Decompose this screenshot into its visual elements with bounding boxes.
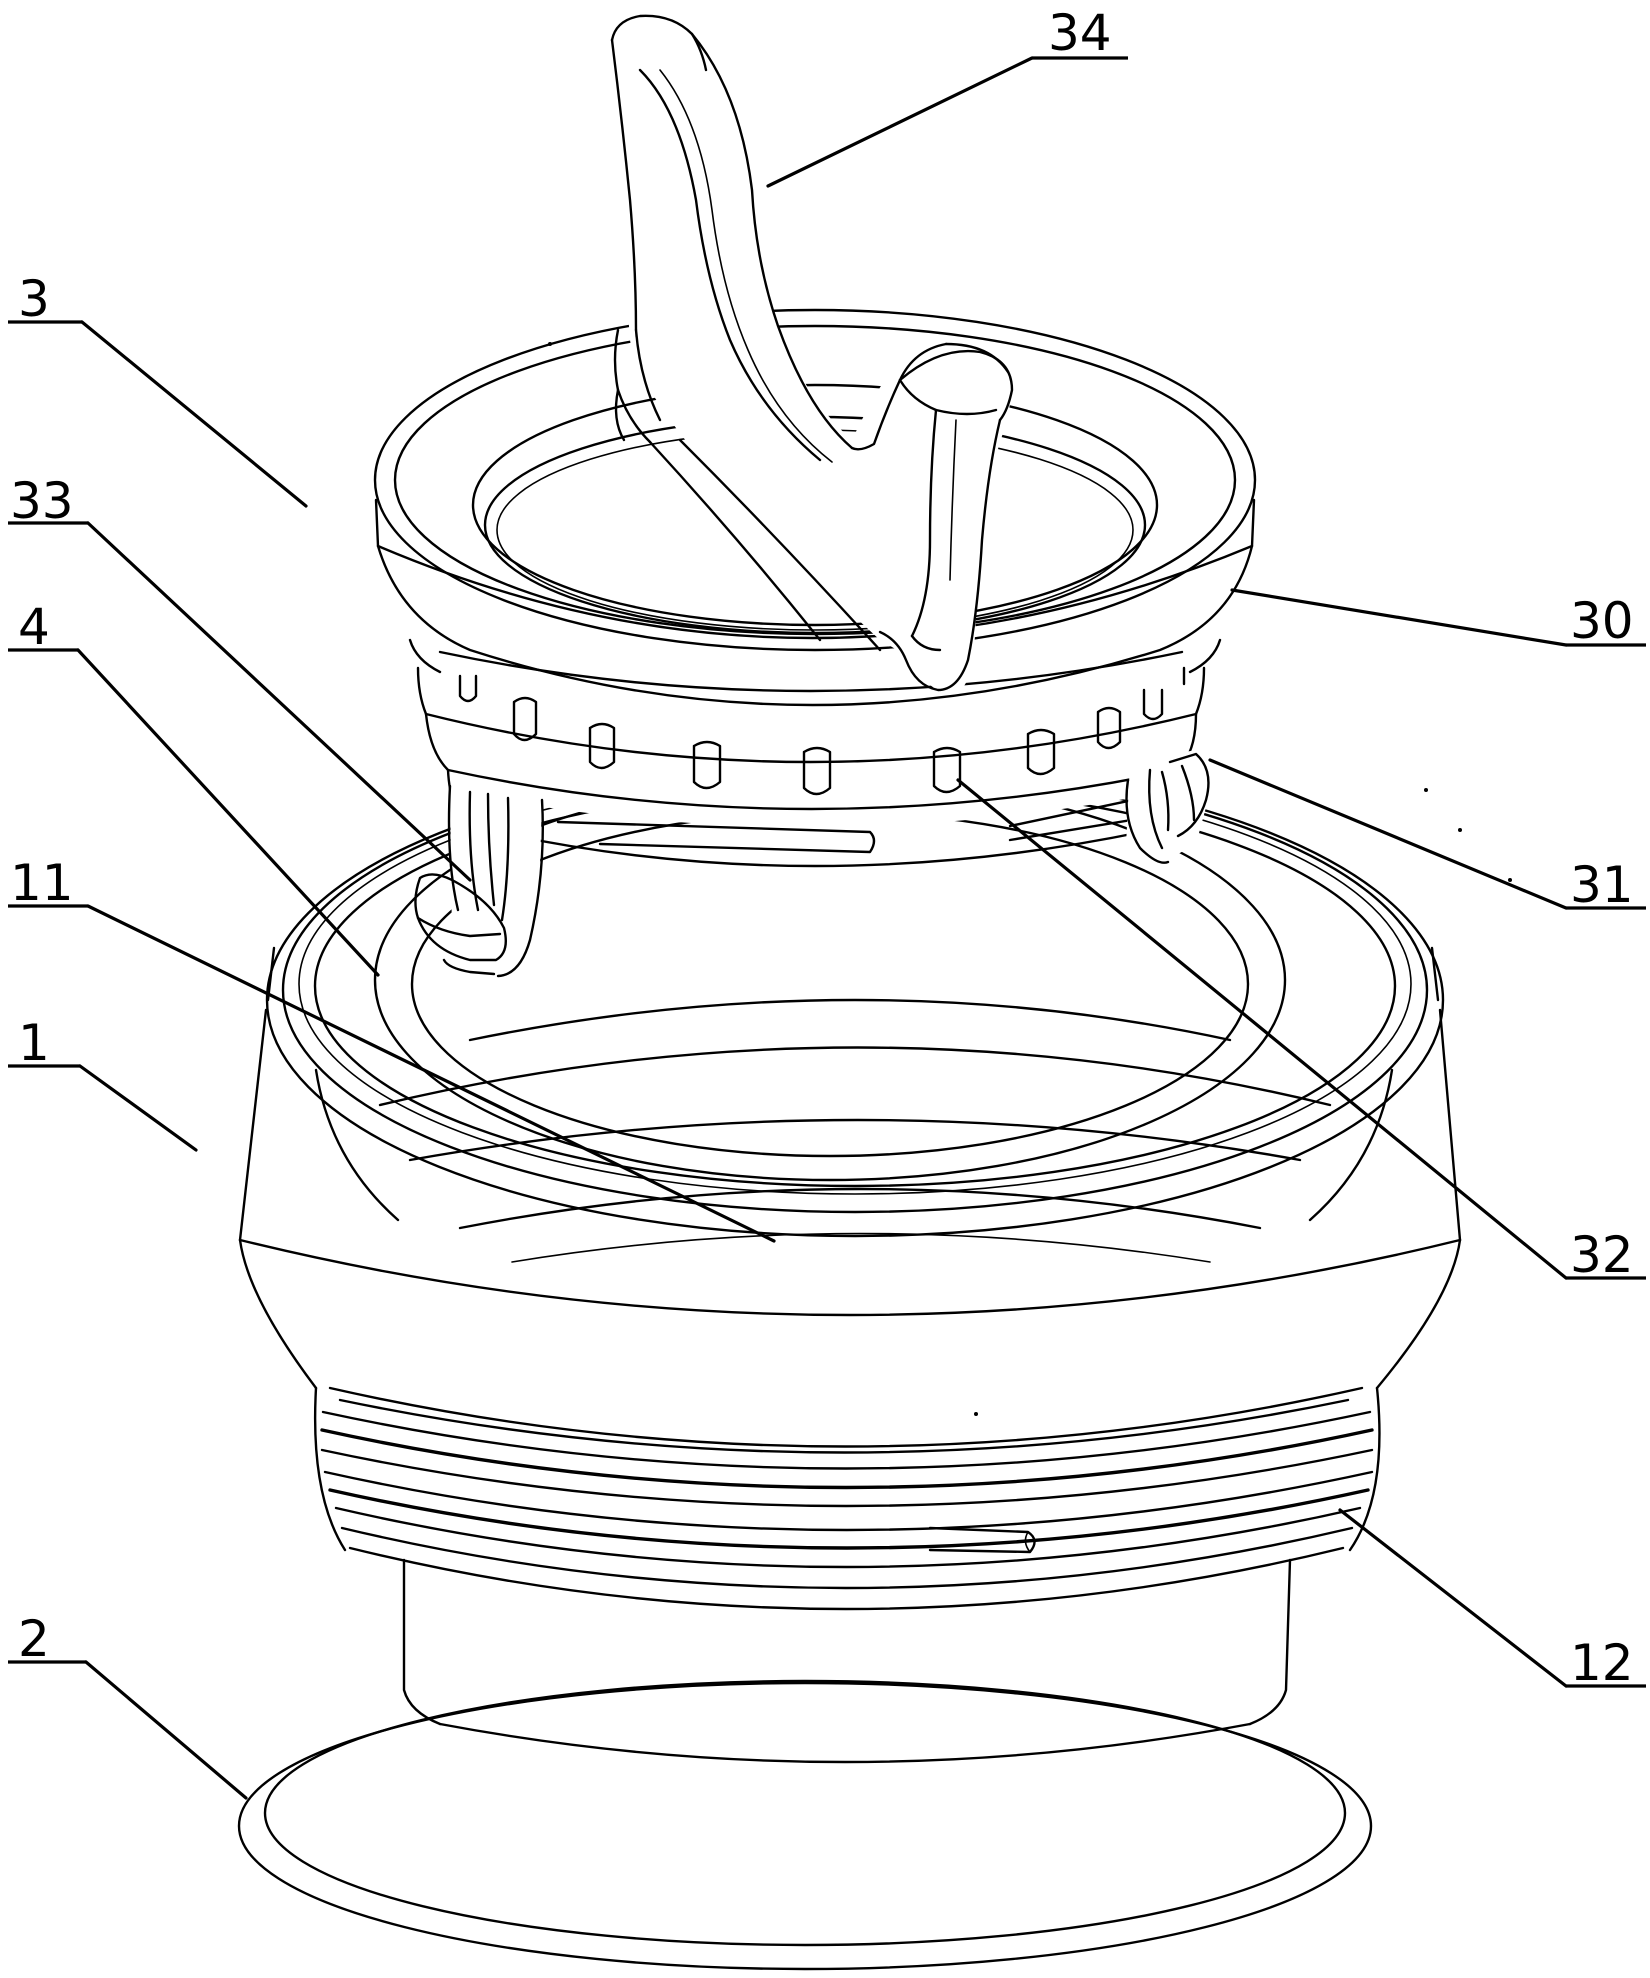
leader-lines: [8, 58, 1646, 1798]
label-11: 11: [10, 854, 74, 912]
collar-body-1: [240, 948, 1460, 1388]
label-31: 31: [1570, 856, 1634, 914]
threaded-section-12: [315, 1388, 1379, 1609]
neck-spigot: [404, 1560, 1290, 1762]
label-3: 3: [18, 270, 50, 328]
label-2: 2: [18, 1610, 50, 1668]
label-30: 30: [1570, 592, 1634, 650]
reference-numerals: 34 3 33 4 11 1 2 30 31 32 12: [10, 4, 1634, 1692]
inner-chamber-11: [316, 1000, 1392, 1262]
latch-hook-33-right: [1126, 750, 1208, 864]
label-1: 1: [18, 1014, 50, 1072]
label-12: 12: [1570, 1634, 1634, 1692]
label-34: 34: [1048, 4, 1112, 62]
label-4: 4: [18, 598, 50, 656]
label-33: 33: [10, 472, 74, 530]
label-32: 32: [1570, 1226, 1634, 1284]
seal-ring-2: [239, 1681, 1371, 1969]
